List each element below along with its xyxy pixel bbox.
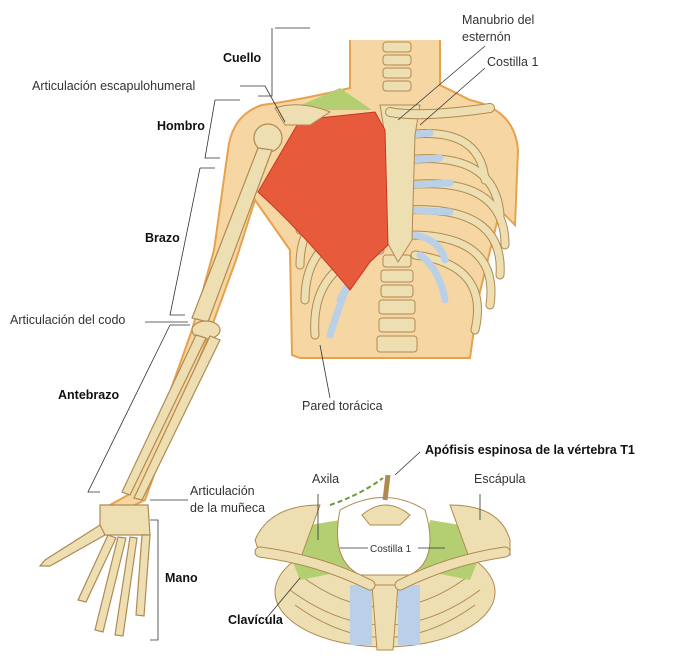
label-costilla-1-top: Costilla 1 (487, 55, 539, 69)
pectoralis-muscle (257, 111, 389, 291)
label-brazo: Brazo (145, 231, 180, 245)
label-hombro: Hombro (157, 119, 205, 133)
acromion (274, 104, 332, 126)
label-costilla-1-bottom: Costilla 1 (369, 542, 413, 557)
label-manubrio-line2: esternón (462, 30, 511, 44)
label-articulacion-codo: Articulación del codo (10, 313, 126, 327)
thoracic-inlet-illustration (254, 474, 511, 651)
label-escapula: Escápula (474, 472, 526, 486)
leader-lines (87, 27, 486, 641)
label-mano: Mano (165, 571, 198, 585)
label-manubrio-line1: Manubrio del (462, 13, 535, 27)
arm-bones (121, 123, 283, 501)
label-cuello: Cuello (223, 51, 262, 65)
label-pared-toracica: Pared torácica (302, 399, 383, 413)
hand-bones (38, 504, 151, 637)
label-antebrazo: Antebrazo (58, 388, 120, 402)
neck-green-area (290, 88, 372, 110)
label-articulacion-muneca-line1: Articulación (190, 484, 255, 498)
label-articulacion-muneca-line2: de la muñeca (190, 501, 266, 515)
label-articulacion-escapulohumeral: Articulación escapulohumeral (32, 79, 196, 93)
right-clavicle-fill (386, 104, 494, 119)
label-clavicula: Clavícula (228, 613, 283, 627)
vertebral-column (376, 41, 418, 353)
label-apofisis-espinosa: Apófisis espinosa de la vértebra T1 (425, 443, 635, 457)
label-axila: Axila (312, 472, 340, 486)
